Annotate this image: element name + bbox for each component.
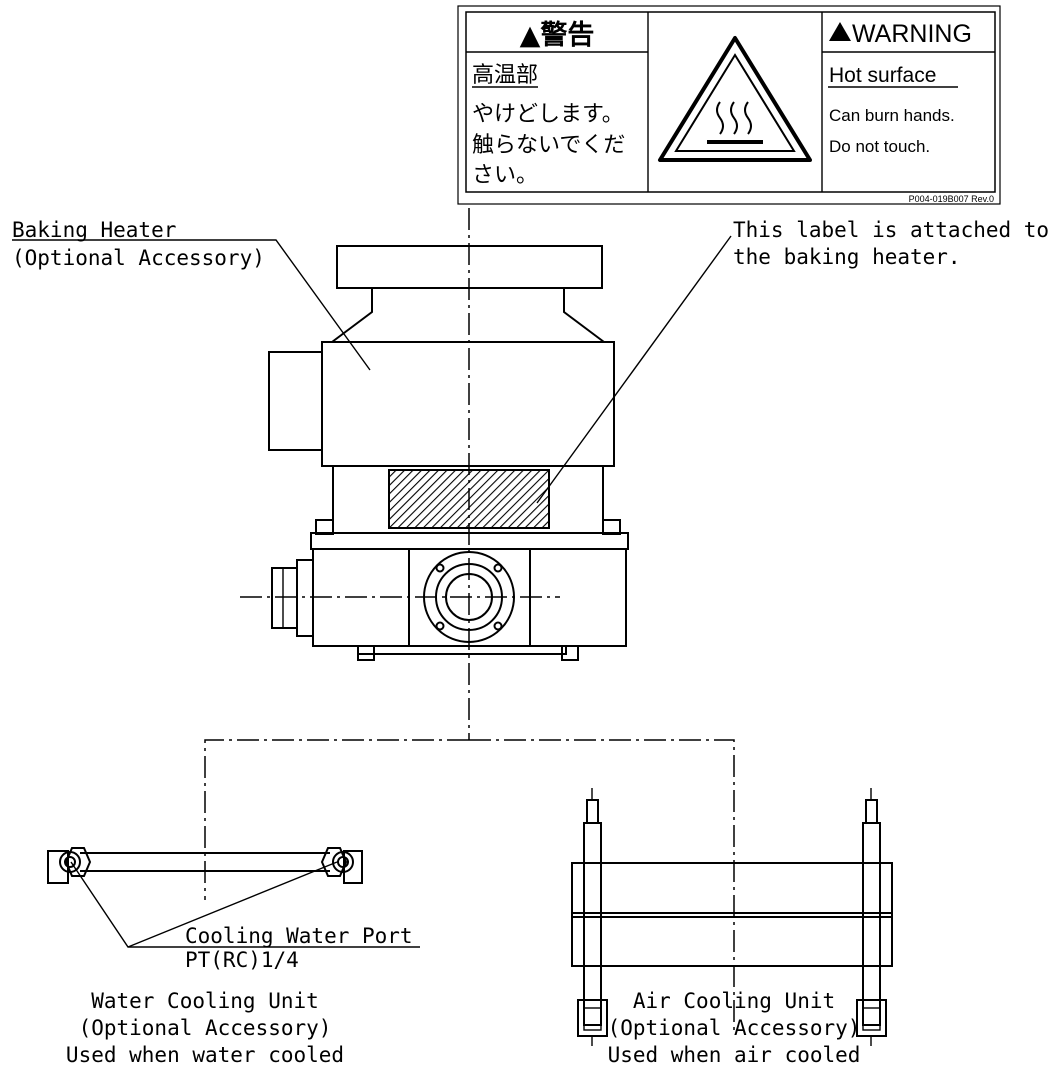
heater-connector-box — [268, 351, 323, 451]
jp-warning-header: ▲警告 — [520, 20, 595, 51]
svg-text:!: ! — [840, 30, 843, 39]
water-cooling-unit — [47, 847, 420, 948]
leader-lines — [12, 235, 732, 504]
water-unit-usage: Used when water cooled — [66, 1043, 344, 1067]
en-text-line-1: Can burn hands. — [829, 106, 955, 125]
hot-surface-icon — [658, 36, 812, 162]
label-note-line-1: This label is attached to — [733, 218, 1049, 242]
warning-triangle-icon — [829, 22, 851, 41]
water-unit-note: (Optional Accessory) — [79, 1016, 332, 1040]
en-warning-header: WARNING — [852, 20, 972, 48]
label-note-line-2: the baking heater. — [733, 245, 961, 269]
label-location — [388, 469, 550, 529]
jp-text-line-2: 触らないでくだ — [472, 133, 625, 158]
baking-heater-callout: Baking Heater — [12, 218, 176, 242]
air-unit-usage: Used when air cooled — [608, 1043, 861, 1067]
air-unit-note: (Optional Accessory) — [608, 1016, 861, 1040]
jp-text-line-3: さい。 — [472, 163, 538, 188]
warning-label: ▲警告 高温部 やけどします。 触らないでくだ さい。 ! WARNING Ho… — [457, 5, 1001, 205]
jp-title: 高温部 — [472, 63, 538, 88]
pump-body — [268, 245, 629, 661]
air-unit-title: Air Cooling Unit — [633, 989, 835, 1013]
air-cooling-unit — [571, 788, 893, 1046]
en-text-line-2: Do not touch. — [829, 137, 930, 156]
en-title: Hot surface — [829, 64, 936, 87]
exhaust-port — [423, 551, 515, 643]
top-flange — [336, 245, 603, 289]
water-unit-title: Water Cooling Unit — [91, 989, 319, 1013]
jp-text-line-1: やけどします。 — [472, 102, 624, 127]
cooling-port-callout: Cooling Water Port — [185, 924, 413, 948]
baking-heater-band — [321, 341, 615, 467]
label-part-number: P004-019B007 Rev.0 — [909, 194, 994, 204]
baking-heater-note: (Optional Accessory) — [12, 246, 265, 270]
cooling-port-spec: PT(RC)1/4 — [185, 948, 299, 972]
